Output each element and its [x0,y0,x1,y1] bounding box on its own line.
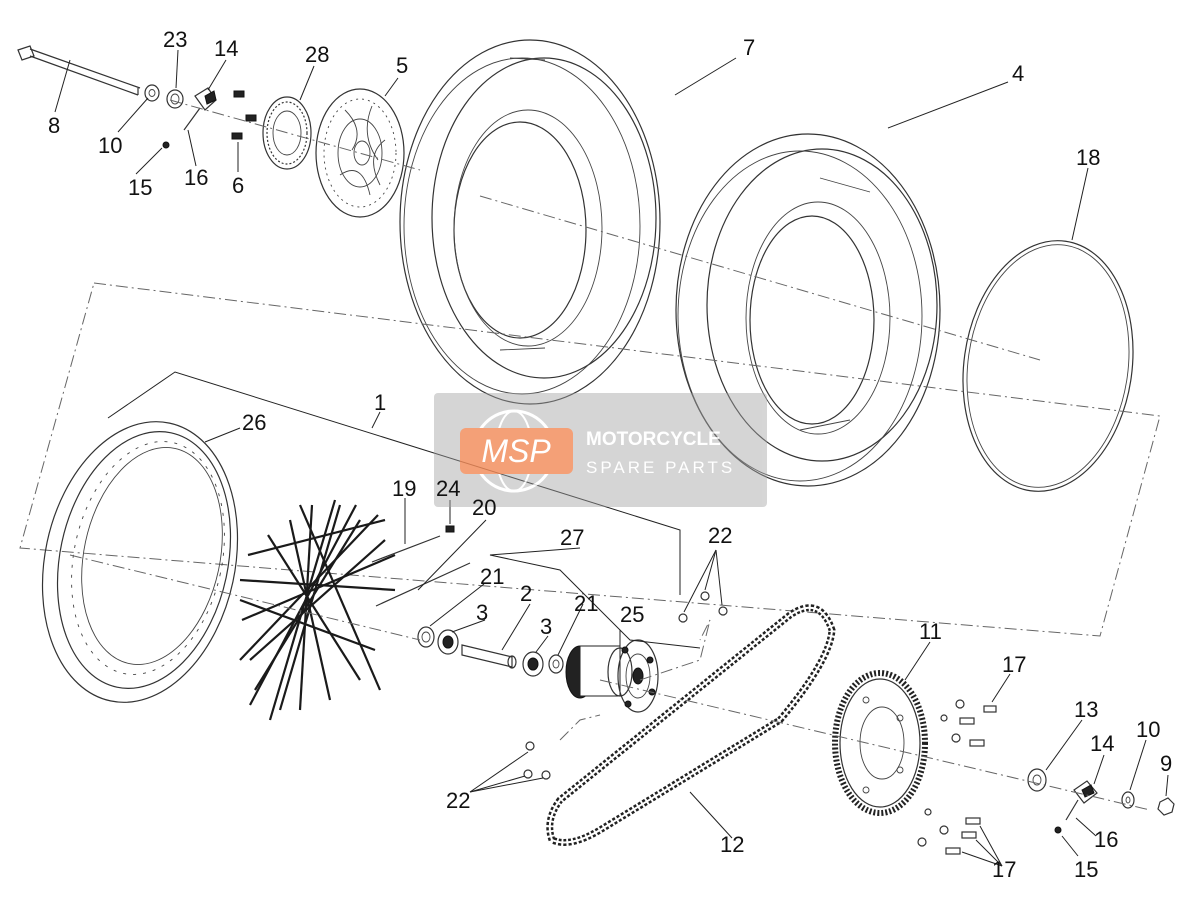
part-label: 25 [620,602,644,627]
part-label: 10 [1136,717,1160,742]
part-label: 17 [992,857,1016,882]
part-label: 17 [1002,652,1026,677]
part-label: 26 [242,410,266,435]
tyre [399,39,661,405]
part-label: 24 [436,476,460,501]
washer [144,84,160,102]
part-label: 15 [1074,857,1098,882]
adjuster-nut [162,141,170,149]
hub-seal-left [417,626,435,648]
watermark-line1: MOTORCYCLE [586,429,721,450]
hub-seal-right [548,654,564,674]
assembly-outline [19,195,1161,637]
spacer-right [1027,768,1047,792]
bearing-right [522,651,544,677]
rear-sprocket [832,670,928,816]
part-label: 21 [574,591,598,616]
hub-spacer [461,644,517,669]
disc-bolts [231,90,257,140]
wheel-rim [41,421,239,703]
part-label: 16 [184,165,208,190]
part-label: 22 [446,788,470,813]
part-label: 16 [1094,827,1118,852]
part-label: 19 [392,476,416,501]
axle-nut [1157,797,1175,816]
part-label: 21 [480,564,504,589]
brake-disc [315,88,405,218]
sprocket-bolts [917,699,997,855]
wheel-hub [565,639,659,713]
part-label: 8 [48,113,60,138]
part-label: 6 [232,173,244,198]
sprocket-nuts [523,591,728,780]
adjuster-nut-right [1054,826,1062,834]
part-label: 15 [128,175,152,200]
part-label: 7 [743,35,755,60]
part-label: 4 [1012,61,1024,86]
part-label: 5 [396,53,408,78]
abs-tone-ring [262,96,312,170]
part-label: 27 [560,525,584,550]
leader-lines [54,49,1169,867]
part-label: 20 [472,495,496,520]
spoke-nipple [445,525,455,533]
part-label: 18 [1076,145,1100,170]
part-label: 9 [1160,751,1172,776]
spokes [239,499,396,721]
part-labels: 1 2 3 3 4 5 6 7 8 9 10 10 11 12 13 14 14… [48,27,1172,882]
part-label: 11 [919,619,942,644]
chain-adjuster-right [1073,780,1098,804]
part-label: 10 [98,133,122,158]
watermark-line2: SPARE PARTS [586,458,735,477]
inner-tube [675,133,941,487]
part-label: 23 [163,27,187,52]
part-label: 2 [520,581,532,606]
part-label: 22 [708,523,732,548]
part-label: 28 [305,42,329,67]
bushing [166,89,184,109]
chain-adjuster-left [194,87,217,111]
rim-band [962,240,1134,492]
watermark-logo-badge [460,428,573,474]
part-label: 1 [374,390,386,415]
adjuster-bolt [183,107,201,131]
part-label: 14 [1090,731,1114,756]
adjuster-bolt-right [1065,799,1079,821]
part-label: 3 [476,600,488,625]
watermark-logo-text: MSP [481,433,551,469]
part-label: 12 [720,832,744,857]
single-spoke [371,535,441,563]
watermark: MSP MOTORCYCLE SPARE PARTS [434,393,767,507]
washer-right [1121,791,1135,809]
part-label: 13 [1074,697,1098,722]
drive-chain [546,604,836,846]
axle [17,45,141,96]
bearing-left [437,629,459,655]
part-label: 14 [214,36,238,61]
assembly-centerlines [69,99,1151,811]
part-label: 3 [540,614,552,639]
watermark-panel [434,393,767,507]
